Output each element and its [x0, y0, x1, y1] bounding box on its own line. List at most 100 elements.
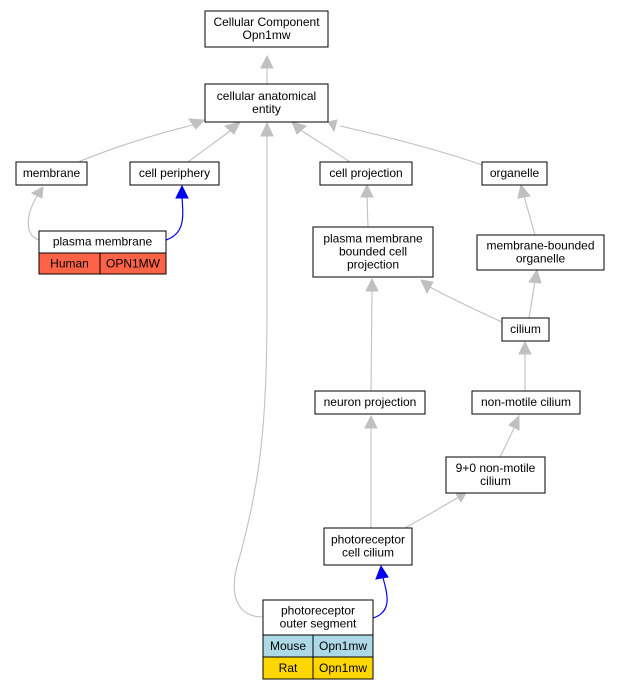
node-cae-label-1: cellular anatomical — [217, 89, 316, 103]
edge-plasmamembrane-membrane — [27, 186, 44, 241]
edge-ninezero-nonmotile-arrowhead — [508, 414, 520, 431]
edge-mbo-organelle-arrowhead — [517, 183, 531, 199]
node-neuron-projection-box — [314, 390, 426, 415]
node-cilium[interactable]: cilium — [501, 317, 550, 342]
node-organelle[interactable]: organelle — [481, 161, 548, 186]
edge-cilium-pmbcp — [420, 279, 503, 323]
edge-cellprojection-cae — [291, 121, 351, 163]
edge-plasmamembrane-cellperiphery-line — [165, 196, 184, 241]
species-label: Human — [50, 257, 89, 271]
edge-neuronprojection-pmbcp-arrowhead — [365, 277, 379, 292]
node-mbo-label-2: organelle — [516, 252, 566, 266]
node-nonmotile-cilium[interactable]: non-motile cilium — [471, 390, 581, 415]
edge-pos-cae — [233, 121, 274, 618]
edge-organelle-cae-arrowhead — [327, 119, 338, 133]
edge-nonmotile-cilium — [518, 340, 532, 391]
edge-pos-pcc — [372, 564, 389, 619]
edge-pmbcp-cellprojection-line — [366, 195, 369, 228]
node-cell-periphery[interactable]: cell periphery — [129, 161, 220, 186]
gene-label: OPN1MW — [106, 257, 161, 271]
annotation-row-human: Human OPN1MW — [38, 252, 167, 275]
gene-cell — [99, 252, 167, 275]
edge-pmbcp-cellprojection-arrowhead — [360, 183, 374, 198]
edge-pcc-neuronprojection-arrowhead — [364, 414, 378, 429]
edge-mbo-organelle-line — [523, 195, 536, 236]
edge-pcc-neuronprojection — [364, 414, 378, 528]
edge-membrane-cae-arrowhead — [187, 118, 206, 130]
edge-organelle-cae — [327, 119, 483, 166]
edge-plasmamembrane-membrane-arrowhead — [30, 186, 44, 199]
edge-cilium-pmbcp-arrowhead — [420, 279, 434, 295]
gene-label: Opn1mw — [319, 639, 367, 653]
edge-cellprojection-cae-line — [301, 130, 351, 163]
node-organelle-box — [481, 161, 548, 186]
edge-pos-pcc-arrowhead — [375, 564, 389, 580]
node-cell-periphery-box — [129, 161, 220, 186]
node-cae-label-2: entity — [252, 102, 281, 116]
edge-pcc-ninezero-line — [404, 496, 460, 529]
node-cell-periphery-label-1: cell periphery — [139, 166, 210, 180]
node-nine-zero-box — [445, 456, 546, 494]
gene-label: Opn1mw — [319, 661, 367, 675]
species-label: Mouse — [270, 639, 306, 653]
edge-plasmamembrane-membrane-line — [27, 195, 40, 241]
edge-ninezero-nonmotile-line — [499, 427, 515, 458]
node-cilium-box — [501, 317, 550, 342]
node-nine-zero-label-2: cilium — [480, 474, 511, 488]
node-pcc-box — [323, 527, 413, 566]
edge-neuronprojection-pmbcp-line — [370, 290, 373, 392]
node-pcc-label-2: cell cilium — [342, 546, 394, 560]
node-membrane-label-1: membrane — [23, 166, 81, 180]
node-cell-projection-box — [319, 161, 413, 186]
edge-pmbcp-cellprojection — [360, 183, 374, 228]
node-neuron-projection-label-1: neuron projection — [324, 395, 417, 409]
node-mbo-box — [476, 234, 605, 271]
node-pos-label-1: photoreceptor — [281, 604, 355, 618]
node-neuron-projection[interactable]: neuron projection — [314, 390, 426, 415]
edge-cilium-pmbcp-line — [429, 286, 503, 323]
edge-plasmamembrane-cellperiphery — [165, 184, 189, 241]
node-membrane-box — [15, 161, 88, 186]
edge-pcc-ninezero — [404, 490, 468, 529]
node-cilium-label-1: cilium — [510, 322, 541, 336]
edge-pos-cae-arrowhead — [260, 121, 274, 137]
edge-pos-pcc-line — [372, 577, 388, 619]
node-pos-box — [262, 599, 374, 636]
edge-ninezero-nonmotile — [499, 414, 520, 458]
node-root-label-2: Opn1mw — [242, 28, 290, 42]
node-nine-zero-label-1: 9+0 non-motile — [456, 461, 536, 475]
edge-organelle-cae-line — [339, 125, 483, 166]
node-nonmotile-cilium-label-1: non-motile cilium — [481, 395, 571, 409]
node-pmbcp-label-3: projection — [347, 258, 399, 272]
annotation-row-mouse: Mouse Opn1mw — [262, 634, 374, 658]
node-cell-projection[interactable]: cell projection — [319, 161, 413, 186]
edge-pos-cae-line — [233, 136, 268, 618]
node-mbo-label-1: membrane-bounded — [486, 239, 594, 253]
node-cae-box — [204, 83, 329, 123]
edge-cilium-mbo-arrowhead — [528, 268, 542, 284]
node-nonmotile-cilium-box — [471, 390, 581, 415]
node-pmbcp-box — [312, 226, 434, 278]
edge-nonmotile-cilium-arrowhead — [518, 340, 532, 355]
edge-cellprojection-cae-arrowhead — [291, 121, 308, 135]
edge-cilium-mbo-line — [528, 280, 536, 319]
node-pmbcp-label-1: plasma membrane — [323, 232, 423, 246]
node-pmbcp-label-2: bounded cell — [339, 245, 407, 259]
edge-membrane-cae-line — [77, 124, 194, 163]
edge-cellperiphery-cae-arrowhead — [223, 121, 241, 135]
node-cell-projection-label-1: cell projection — [329, 166, 402, 180]
node-membrane[interactable]: membrane — [15, 161, 88, 186]
edge-mbo-organelle — [517, 183, 536, 236]
edge-plasmamembrane-cellperiphery-arrowhead — [175, 184, 189, 199]
node-root-box — [204, 10, 329, 48]
